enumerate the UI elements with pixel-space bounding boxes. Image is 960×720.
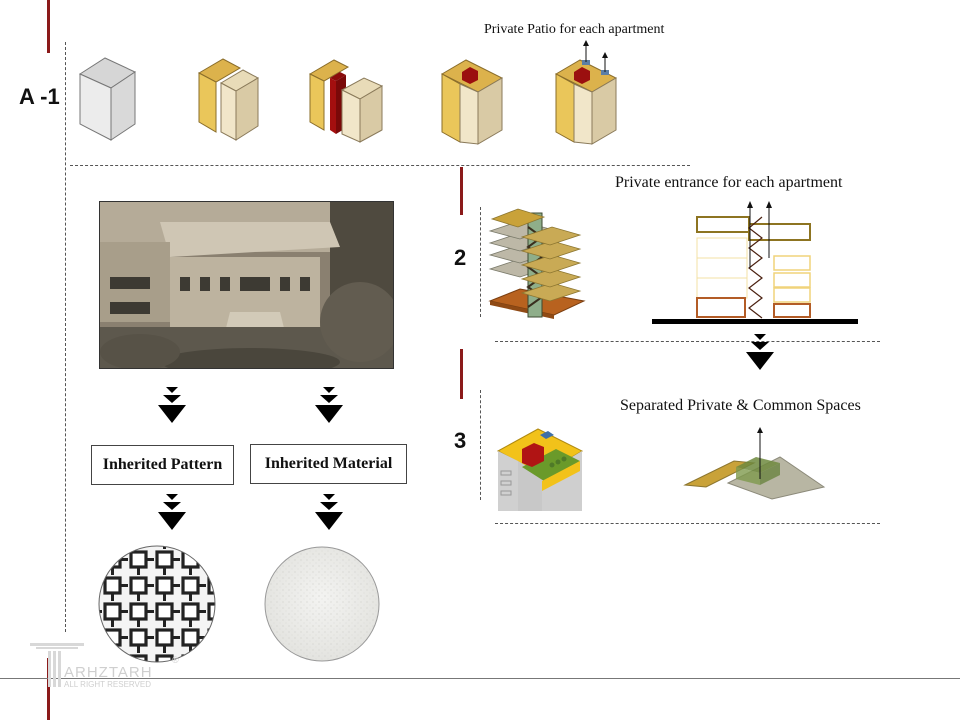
massing-volume-with-core xyxy=(308,59,384,143)
guide-horizontal-a1 xyxy=(70,165,690,166)
column-logo-icon xyxy=(30,643,84,687)
guide-vertical-main xyxy=(65,42,66,632)
accent-bar-top xyxy=(47,0,50,53)
section-label-3: 3 xyxy=(454,428,467,453)
arrow-down-icon xyxy=(158,387,186,423)
massing-plain-volume xyxy=(78,57,137,141)
entrance-elevation-diagram xyxy=(652,201,858,324)
massing-split-volume xyxy=(197,58,260,141)
caption-private-patio: Private Patio for each apartment xyxy=(484,22,665,37)
stacked-floors-diagram xyxy=(488,208,586,319)
private-common-spaces-diagram xyxy=(683,427,826,500)
section-label-2: 2 xyxy=(454,245,467,270)
lattice-pattern-swatch xyxy=(98,545,216,663)
watermark-registered: ® xyxy=(172,655,179,665)
guide-vertical-s3 xyxy=(480,390,481,500)
watermark-tagline: ALL RIGHT RESERVED xyxy=(64,680,151,689)
arrow-down-icon xyxy=(158,494,186,530)
section-label-a1: A -1 xyxy=(19,84,60,109)
arrow-down-icon xyxy=(315,387,343,423)
plaster-texture-swatch xyxy=(264,546,380,662)
arrow-down-icon xyxy=(315,494,343,530)
accent-bar-bottom xyxy=(47,658,50,720)
massing-volume-with-patio xyxy=(440,59,504,145)
inherited-material-box: Inherited Material xyxy=(250,444,407,484)
arrow-down-icon xyxy=(746,334,774,370)
accent-bar-s2 xyxy=(460,167,463,215)
guide-horizontal-s3 xyxy=(495,523,880,524)
heritage-building-photo xyxy=(99,201,394,369)
massing-volume-with-patio-arrows xyxy=(554,40,618,145)
guide-horizontal-s2 xyxy=(495,341,880,342)
footer-divider xyxy=(0,678,960,679)
caption-separated-spaces: Separated Private & Common Spaces xyxy=(620,397,861,414)
caption-private-entrance: Private entrance for each apartment xyxy=(615,174,843,191)
rooftop-model-diagram xyxy=(496,428,584,511)
inherited-pattern-box: Inherited Pattern xyxy=(91,445,234,485)
guide-vertical-s2 xyxy=(480,207,481,317)
accent-bar-s3 xyxy=(460,349,463,399)
watermark-brand: ARHZTARH xyxy=(64,664,153,681)
